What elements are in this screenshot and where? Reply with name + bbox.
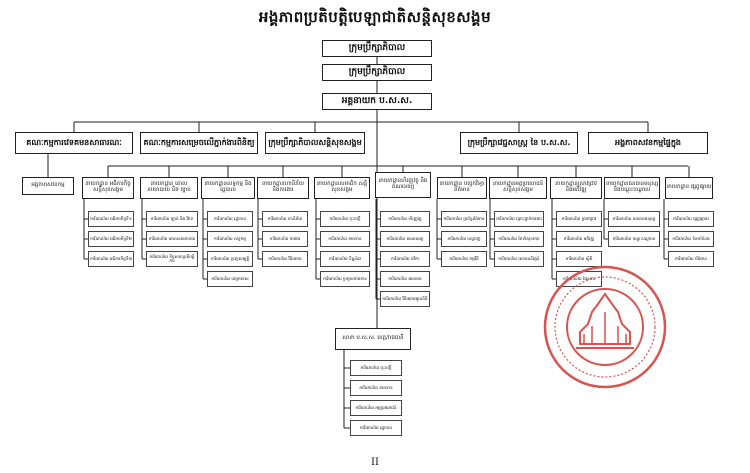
office-unit-c3-3: ការិយាល័យ ទ្រព្យសម្បត្តិ bbox=[207, 251, 253, 267]
dept-policy: នាយកដ្ឋាន គោលនយោបាយ និង ច្បាប់ bbox=[140, 177, 198, 199]
office-unit-c1-2: ការិយាល័យ អធិការកិច្ចទី២ bbox=[88, 231, 134, 247]
office-unit-c4-2: ការិយាល័យ ការងារ bbox=[262, 231, 308, 247]
office-unit-c2-1: ការិយាល័យ ច្បាប់ និង វិវាទ bbox=[146, 211, 198, 227]
office-unit-c8-1: ការិយាល័យ គ្រោះថ្នាក់ការងារ bbox=[494, 211, 544, 227]
dept-research: នាយកដ្ឋានស្រាវជ្រាវ និងអភិវឌ្ឍ bbox=[550, 177, 602, 199]
office-unit-c6-3: ការិយាល័យ ថវិកា bbox=[380, 251, 430, 267]
office-unit-c8-3: ការិយាល័យ សោធននិវត្តន៍ bbox=[494, 251, 544, 267]
council-c-box: ក្រុមប្រឹក្សាភិបាលសន្តិសុខសង្គម bbox=[265, 132, 365, 154]
office-unit-c9-3: ការិយាល័យ ស្ថិតិ bbox=[556, 251, 602, 267]
office-unit-c1-3: ការិយាល័យ អធិការកិច្ចទី៣ bbox=[88, 251, 134, 267]
office-unit-c5-4: ការិយាល័យ ប្រមូលភាគទាន bbox=[320, 271, 370, 287]
office-unit-c6-2: ការិយាល័យ គណនេយ្យ bbox=[380, 231, 430, 247]
seal-text-ring bbox=[554, 276, 656, 378]
committee-b-box: គណៈកម្មការសម្រេចលើភ្នាក់ងារពិនិត្យ bbox=[140, 132, 258, 154]
dept-inspection: នាយកដ្ឋាន អធិការកិច្ច សន្តិសុខសង្គម bbox=[82, 177, 134, 199]
council-d-box: ក្រុមប្រឹក្សាវេជ្ជសាស្ត្រ នៃ ប.ស.ស. bbox=[460, 132, 578, 154]
dept-human-resources: នាយកដ្ឋានធនធានមនុស្ស និងបណ្តុះបណ្តាល bbox=[604, 177, 660, 199]
provincial-branch: សាខា ប.ស.ស. ខេត្ត/រាជធានី bbox=[335, 328, 411, 350]
office-unit-branch-2: ការិយាល័យ ភាគទាន bbox=[350, 380, 402, 396]
office-unit-c3-2: ការិយាល័យ លទ្ធកម្ម bbox=[207, 231, 253, 247]
office-unit-c5-3: ការិយាល័យ ទិន្នន័យ bbox=[320, 251, 370, 267]
office-unit-c5-1: ការិយាល័យ ចុះបញ្ជី bbox=[320, 211, 370, 227]
office-unit-c3-4: ការិយាល័យ បច្ចេកទេស bbox=[207, 271, 253, 287]
office-unit-c11-1: ការិយាល័យ ផ្សព្វផ្សាយ bbox=[668, 211, 714, 227]
temple-icon bbox=[579, 292, 631, 345]
official-seal bbox=[543, 265, 667, 389]
office-unit-branch-3: ការិយាល័យ អត្ថប្រយោជន៍ bbox=[350, 400, 402, 416]
office-unit-c7-1: ការិយាល័យ ប្រព័ន្ធព័ត៌មាន bbox=[441, 211, 487, 227]
office-unit-c6-1: ការិយាល័យ ហិរញ្ញវត្ថុ bbox=[380, 211, 430, 227]
dept-membership: នាយកដ្ឋានសមាជិក សន្តិសុខសង្គម bbox=[314, 177, 370, 199]
office-unit-c9-1: ការិយាល័យ ស្រាវជ្រាវ bbox=[556, 211, 602, 227]
dept-publication: នាយកដ្ឋាន ផ្សព្វផ្សាយ bbox=[665, 177, 713, 199]
office-unit-c8-2: ការិយាល័យ ថែទាំសុខភាព bbox=[494, 231, 544, 247]
committee-a-unit: អង្គភាពសវនកម្ម bbox=[22, 177, 74, 195]
office-unit-c4-3: ការិយាល័យ វិនិយោគ bbox=[262, 251, 308, 267]
office-unit-branch-1: ការិយាល័យ ចុះបញ្ជី bbox=[350, 360, 402, 376]
office-unit-c10-1: ការិយាល័យ ធនធានមនុស្ស bbox=[608, 211, 660, 227]
office-unit-c2-2: ការិយាល័យ គោលនយោបាយ bbox=[146, 231, 198, 247]
board-box: ក្រុមប្រឹក្សាភិបាល bbox=[322, 40, 432, 57]
office-unit-branch-4: ការិយាល័យ រដ្ឋបាល bbox=[350, 420, 402, 436]
office-unit-c5-2: ការិយាល័យ ភាគទាន bbox=[320, 231, 370, 247]
temple-columns-icon bbox=[583, 312, 627, 344]
dept-finance: នាយកដ្ឋានហិរញ្ញវត្ថុ និងគណនេយ្យ bbox=[375, 172, 431, 198]
office-unit-c3-1: ការិយាល័យ រដ្ឋបាល bbox=[207, 211, 253, 227]
office-unit-c1-1: ការិយាល័យ អធិការកិច្ចទី១ bbox=[88, 211, 134, 227]
office-unit-c7-3: ការិយាល័យ កម្មវិធី bbox=[441, 251, 487, 267]
dept-benefits: នាយកដ្ឋានអត្ថប្រយោជន៍ សន្តិសុខសង្គម bbox=[489, 177, 547, 199]
office-unit-c7-2: ការិយាល័យ បណ្តាញ bbox=[441, 231, 487, 247]
office-unit-c9-4: ការិយាល័យ ផែនការ bbox=[556, 271, 602, 287]
office-unit-c9-2: ការិយាល័យ អភិវឌ្ឍ bbox=[556, 231, 602, 247]
internal-audit-box: អង្គភាពសវនកម្មផ្ទៃក្នុង bbox=[588, 132, 708, 154]
office-unit-c11-3: ការិយាល័យ ព័ត៌មាន bbox=[668, 251, 714, 267]
office-unit-c6-4: ការិយាល័យ រតនាគារ bbox=[380, 271, 430, 287]
dept-information-tech: នាយកដ្ឋាន បច្ចេកវិទ្យាព័ត៌មាន bbox=[437, 177, 487, 199]
director-general-box: អគ្គនាយក ប.ស.ស. bbox=[322, 93, 432, 110]
seal-outer-ring bbox=[543, 265, 667, 389]
dept-procurement: នាយកដ្ឋានលទ្ធកម្ម និងរដ្ឋបាល bbox=[201, 177, 255, 199]
chart-title: អង្គភាពប្រតិបត្តិបេឡាជាតិសន្តិសុខសង្គម bbox=[258, 8, 492, 26]
dept-risk: នាយកដ្ឋានហានិភ័យ និងការងារ bbox=[257, 177, 309, 199]
office-unit-c2-3: ការិយាល័យ កិច្ចសហប្រតិបត្តិការ bbox=[146, 251, 198, 267]
office-unit-c11-2: ការិយាល័យ ទំនាក់ទំនង bbox=[668, 231, 714, 247]
office-unit-c10-2: ការិយាល័យ បណ្តុះបណ្តាល bbox=[608, 231, 660, 247]
office-unit-c6-5: ការិយាល័យ វិនិយោគមូលនិធិ bbox=[380, 291, 430, 307]
office-unit-c4-1: ការិយាល័យ ហានិភ័យ bbox=[262, 211, 308, 227]
seal-inner-ring bbox=[566, 288, 644, 366]
committee-a-box: គណៈកម្មការវេទគមនសាធារណៈ bbox=[15, 132, 133, 154]
page-number: II bbox=[371, 457, 379, 468]
council-box: ក្រុមប្រឹក្សាភិបាល bbox=[322, 64, 432, 81]
